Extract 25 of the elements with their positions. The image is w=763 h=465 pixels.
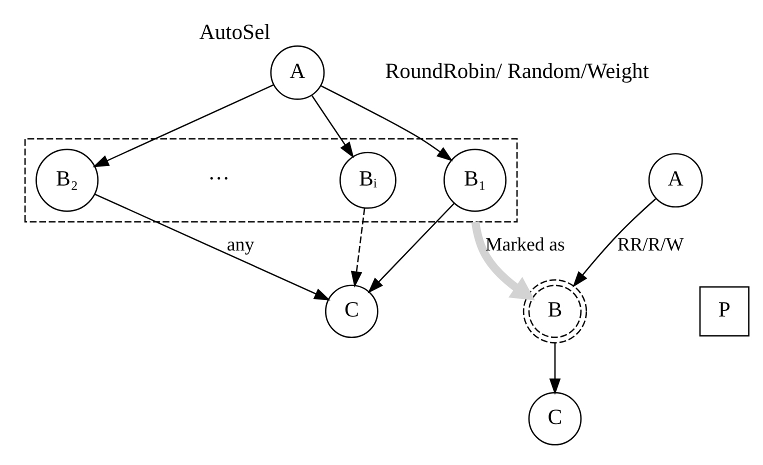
- node-circle: C: [325, 284, 378, 338]
- edge-label: RR/R/W: [617, 234, 684, 256]
- label: RoundRobin/ Random/Weight: [385, 58, 649, 82]
- node-label: AutoSel: [199, 19, 270, 44]
- arrow: [471, 220, 536, 300]
- label: ···: [208, 166, 230, 190]
- arrow: [350, 208, 366, 288]
- node-circle: B₂: [36, 148, 99, 212]
- edge-label: Marked as: [485, 234, 565, 256]
- arrow: [549, 342, 561, 394]
- cluster: [24, 138, 518, 222]
- node-box: P: [699, 286, 750, 336]
- edge-label: any: [226, 234, 254, 256]
- node-circle: C: [528, 392, 582, 445]
- arrow: [94, 193, 330, 300]
- arrow: [312, 94, 354, 158]
- node-circle: A: [270, 44, 325, 100]
- node-circle: Bᵢ: [339, 151, 396, 208]
- arrow: [368, 202, 455, 293]
- arrow: [92, 84, 274, 167]
- node-circle: A: [648, 152, 703, 208]
- node-circle: B: [522, 278, 588, 343]
- node-circle: B₁: [444, 148, 507, 212]
- arrow: [321, 84, 453, 161]
- arrow: [572, 198, 656, 287]
